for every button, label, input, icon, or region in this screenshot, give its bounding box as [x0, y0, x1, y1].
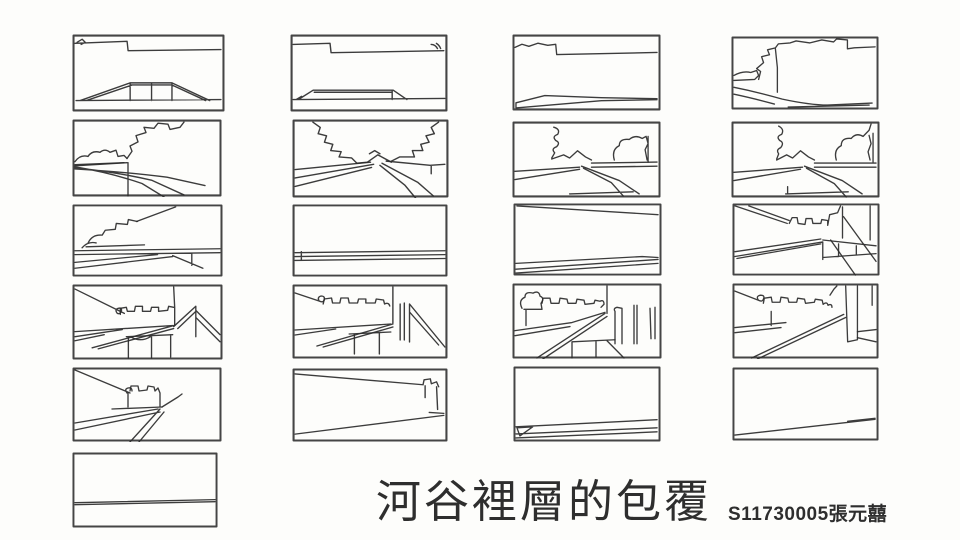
- sketch-r5-c4: [732, 367, 879, 441]
- sketch-r4-c4: [732, 283, 879, 359]
- sketch-r4-c3: [512, 283, 662, 359]
- sketch-r5-c2: [292, 368, 448, 442]
- sketch-r1-c3: [512, 34, 661, 111]
- sketch-r3-c4: [732, 203, 880, 276]
- sketch-r6-c1: [72, 452, 218, 528]
- sketch-r1-c2: [290, 34, 448, 112]
- sketch-r1-c4: [731, 36, 879, 110]
- sketch-r1-c1: [72, 34, 225, 112]
- sketch-r4-c2: [292, 284, 448, 359]
- sketch-r2-c4: [731, 121, 880, 198]
- sketch-r3-c3: [513, 203, 662, 276]
- sketch-r5-c1: [72, 367, 222, 442]
- page-title: 河谷裡層的包覆: [376, 476, 713, 527]
- sketch-r4-c1: [72, 284, 223, 360]
- sketch-r2-c1: [72, 119, 222, 197]
- sketch-r2-c3: [512, 121, 661, 198]
- sketch-r2-c2: [292, 119, 449, 198]
- sketch-r5-c3: [513, 366, 661, 442]
- sketch-r3-c2: [292, 204, 448, 277]
- sketch-r3-c1: [72, 204, 223, 277]
- author-credit: S11730005張元囍: [728, 504, 888, 525]
